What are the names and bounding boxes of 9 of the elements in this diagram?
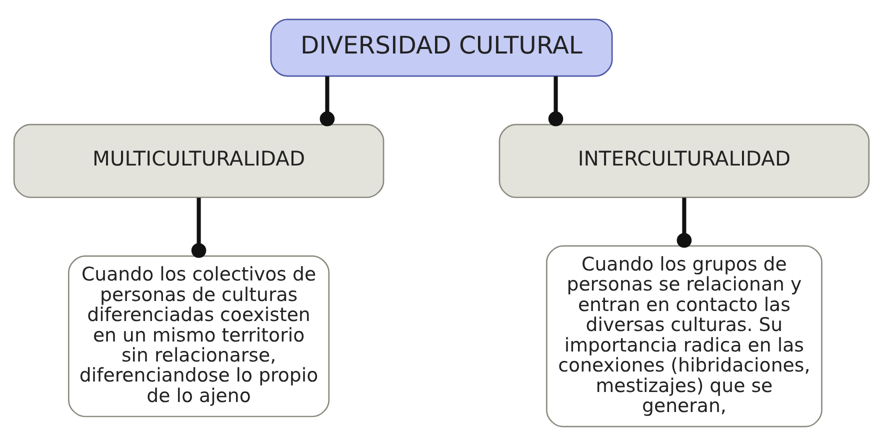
node-box: INTERCULTURALIDAD <box>498 123 870 198</box>
node-box: Cuando los grupos de personas se relacionan y entran en contacto las diversas culturas. Su importancia radica en las conexiones (hibridaciones, mestizajes) que se generan, <box>546 244 822 427</box>
node-box: DIVERSIDAD CULTURAL <box>270 18 613 76</box>
connector <box>676 197 692 248</box>
node-box: Cuando los colectivos de personas de culturas diferenciadas coexisten en un mismo territorio sin relacionarse, diferenciandose lo propio de lo ajeno <box>68 254 330 417</box>
node-box: MULTICULTURALIDAD <box>13 123 384 198</box>
connector <box>191 197 206 258</box>
connector <box>320 76 335 126</box>
connector <box>548 76 564 126</box>
